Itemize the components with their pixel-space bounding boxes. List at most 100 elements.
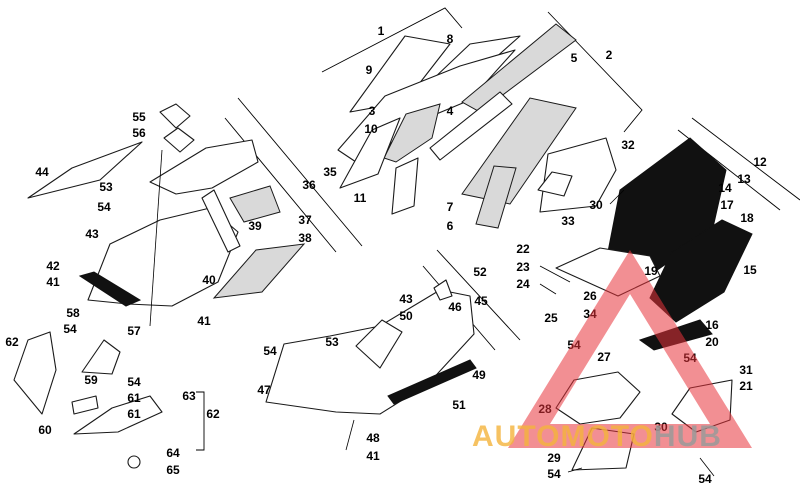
callout-44: 44 bbox=[35, 165, 49, 179]
callout-3: 3 bbox=[369, 104, 376, 118]
lower-trim-42 bbox=[78, 271, 142, 307]
callout-62: 62 bbox=[5, 335, 19, 349]
front-cowl-40 bbox=[87, 207, 239, 307]
watermark-text: AUTOMOTOHUB bbox=[472, 420, 722, 453]
trim-strip-49 bbox=[387, 359, 477, 405]
watermark-triangle bbox=[508, 250, 752, 448]
pad-6 bbox=[475, 165, 517, 229]
callout-12: 12 bbox=[753, 155, 767, 169]
watermark: AUTOMOTOHUB bbox=[472, 250, 752, 453]
leader-30-top bbox=[609, 189, 625, 205]
callout-23: 23 bbox=[516, 260, 530, 274]
callout-32: 32 bbox=[621, 138, 635, 152]
callout-47: 47 bbox=[257, 383, 271, 397]
callout-16: 16 bbox=[705, 318, 719, 332]
side-panel-11 bbox=[391, 157, 419, 215]
light-housing-56 bbox=[163, 127, 195, 153]
callout-52: 52 bbox=[473, 265, 487, 279]
nose-hood-35 bbox=[149, 139, 259, 195]
callout-43: 43 bbox=[85, 227, 99, 241]
callout-58: 58 bbox=[66, 306, 80, 320]
callout-54: 54 bbox=[127, 375, 141, 389]
callout-41: 41 bbox=[46, 275, 60, 289]
bracket-36 bbox=[224, 117, 337, 253]
callout-54: 54 bbox=[263, 344, 277, 358]
callout-8: 8 bbox=[447, 32, 454, 46]
pad-4 bbox=[429, 91, 513, 161]
callout-37: 37 bbox=[298, 213, 312, 227]
callout-27: 27 bbox=[597, 350, 611, 364]
callout-14: 14 bbox=[718, 181, 732, 195]
leader-24 bbox=[539, 283, 557, 295]
panel-61 bbox=[73, 395, 163, 435]
callout-29: 29 bbox=[547, 451, 561, 465]
callout-33: 33 bbox=[561, 214, 575, 228]
callout-41: 41 bbox=[366, 449, 380, 463]
callout-39: 39 bbox=[248, 219, 262, 233]
bracket-2 bbox=[547, 11, 643, 133]
watermark-auto: AUTO bbox=[472, 420, 560, 453]
callout-43: 43 bbox=[399, 292, 413, 306]
callout-20: 20 bbox=[705, 335, 719, 349]
callout-61: 61 bbox=[127, 407, 141, 421]
callout-15: 15 bbox=[743, 263, 757, 277]
bracket-45 bbox=[436, 249, 521, 341]
callout-51: 51 bbox=[452, 398, 466, 412]
callout-50: 50 bbox=[399, 309, 413, 323]
callout-64: 64 bbox=[166, 446, 180, 460]
callout-10: 10 bbox=[364, 122, 378, 136]
grommet-65 bbox=[127, 455, 141, 469]
light-lens-55 bbox=[159, 103, 191, 129]
callout-13: 13 bbox=[737, 172, 751, 186]
callout-59: 59 bbox=[84, 373, 98, 387]
callout-54: 54 bbox=[63, 322, 77, 336]
callout-49: 49 bbox=[472, 368, 486, 382]
callout-5: 5 bbox=[571, 51, 578, 65]
watermark-hub: HUB bbox=[654, 420, 722, 453]
callout-31: 31 bbox=[739, 363, 753, 377]
bracket-62 bbox=[196, 391, 205, 451]
callout-24: 24 bbox=[516, 277, 530, 291]
side-panel-10 bbox=[339, 117, 401, 189]
callout-45: 45 bbox=[474, 294, 488, 308]
bracket-12 bbox=[691, 117, 800, 201]
callout-40: 40 bbox=[202, 273, 216, 287]
callout-60: 60 bbox=[38, 423, 52, 437]
clip-52 bbox=[433, 279, 453, 301]
callout-41: 41 bbox=[197, 314, 211, 328]
callout-2: 2 bbox=[606, 48, 613, 62]
callout-22: 22 bbox=[516, 242, 530, 256]
callout-4: 4 bbox=[447, 104, 454, 118]
watermark-moto: MOTO bbox=[560, 420, 653, 453]
leader-lines bbox=[149, 149, 715, 477]
upper-center-assembly bbox=[337, 23, 617, 229]
callout-54: 54 bbox=[698, 472, 712, 486]
leader-41-center bbox=[345, 419, 355, 451]
callout-54: 54 bbox=[97, 200, 111, 214]
callout-17: 17 bbox=[720, 198, 734, 212]
pad-37 bbox=[229, 185, 281, 223]
callout-54: 54 bbox=[547, 467, 561, 481]
leader-23 bbox=[539, 265, 571, 283]
pad-3 bbox=[383, 103, 441, 163]
leader-57 bbox=[149, 149, 163, 327]
upper-left-assembly bbox=[27, 103, 306, 307]
callout-7: 7 bbox=[447, 200, 454, 214]
callout-6: 6 bbox=[447, 219, 454, 233]
bracket-35 bbox=[237, 97, 363, 247]
lower-center-assembly bbox=[265, 279, 477, 415]
callout-63: 63 bbox=[182, 389, 196, 403]
callout-19: 19 bbox=[644, 264, 658, 278]
callout-9: 9 bbox=[366, 63, 373, 77]
callout-53: 53 bbox=[325, 335, 339, 349]
callout-35: 35 bbox=[323, 165, 337, 179]
leader-54-right bbox=[699, 457, 715, 477]
bracket-50 bbox=[355, 319, 403, 369]
callout-25: 25 bbox=[544, 311, 558, 325]
clip-59 bbox=[71, 395, 99, 415]
callout-57: 57 bbox=[127, 324, 141, 338]
lower-left-assembly bbox=[13, 331, 163, 469]
pad-38 bbox=[212, 243, 306, 299]
mount-58 bbox=[81, 339, 121, 375]
